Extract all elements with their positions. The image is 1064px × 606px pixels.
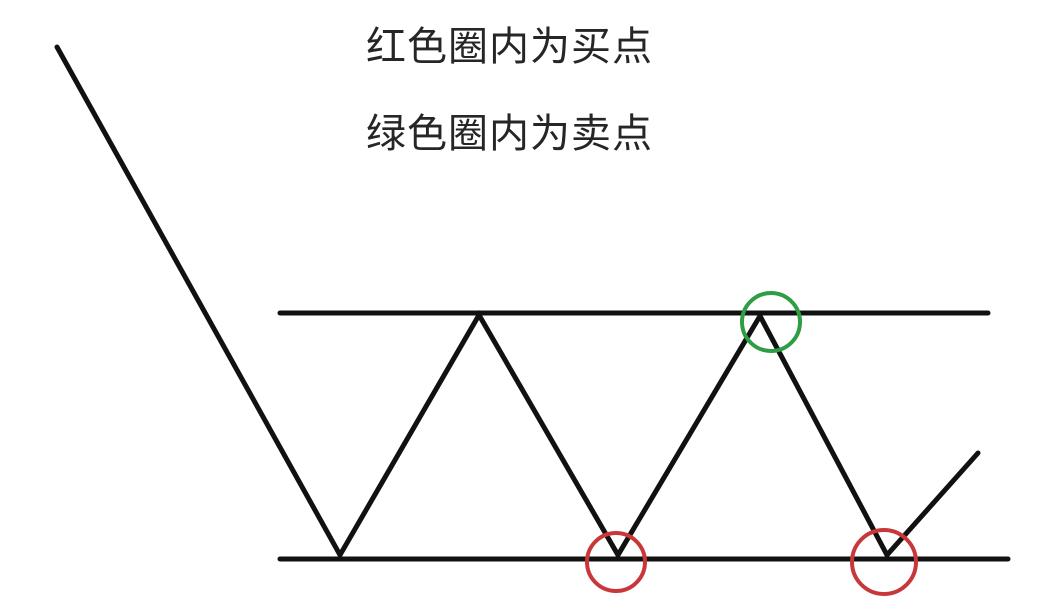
buy-point-circle-2 [850,528,918,596]
buy-point-circle-1 [585,531,647,593]
sell-point-circle [740,291,802,353]
price-path [54,44,981,561]
sell-point-caption: 绿色圈内为卖点 [366,111,653,157]
buy-point-caption: 红色圈内为买点 [366,24,653,70]
